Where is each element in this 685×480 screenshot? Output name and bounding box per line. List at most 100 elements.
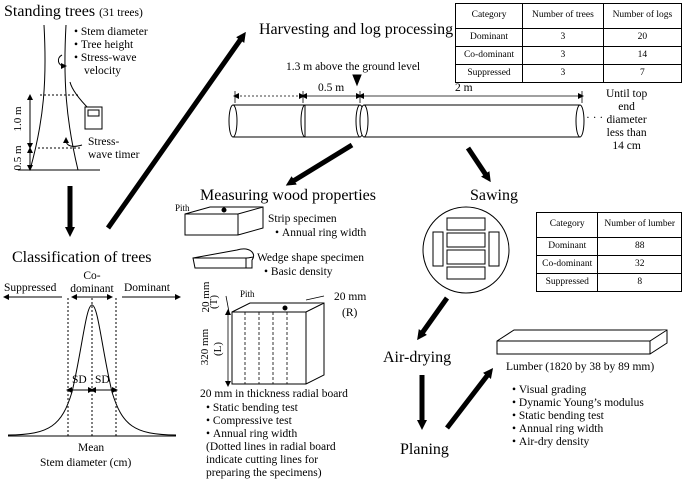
table-header-row: Category Number of lumber <box>535 212 682 238</box>
measure-item: Tree height <box>74 39 148 52</box>
table-cell: 8 <box>597 273 682 292</box>
lumber-test-item: Dynamic Young’s modulus <box>512 397 644 410</box>
codominant-label: Co- dominant <box>68 270 116 296</box>
harvest-title: Harvesting and log processing <box>259 21 454 38</box>
radial-board-shape <box>225 295 325 387</box>
lumber-test-item: Air-dry density <box>512 436 644 449</box>
sawing-pattern <box>422 206 510 294</box>
measuring-title: Measuring wood properties <box>200 187 376 204</box>
timer-label: Stress- wave timer <box>88 136 139 162</box>
ground-level-note: 1.3 m above the ground level <box>286 61 421 73</box>
table-cell: Dominant <box>535 237 599 256</box>
strip-specimen-shape <box>184 206 264 236</box>
sd-left-label: SD <box>72 374 87 386</box>
measure-item-continued: velocity <box>84 65 122 77</box>
log-length-short: 0.5 m <box>318 82 345 94</box>
airdrying-title: Air-drying <box>383 349 452 366</box>
dim-1m-label: 1.0 m <box>12 106 24 132</box>
table-cell: Co-dominant <box>535 255 599 274</box>
wedge-test-item: Basic density <box>264 266 333 279</box>
table-cell: 88 <box>597 237 682 256</box>
top-end-line: 14 cm <box>612 140 641 152</box>
dim-t-axis: (T) <box>208 294 220 310</box>
table-header-row: Category Number of trees Number of logs <box>454 3 683 29</box>
stem-diameter-axis: Stem diameter (cm) <box>40 457 132 469</box>
dim-r-axis: (R) <box>342 307 358 319</box>
table-row: Suppressed 3 7 <box>454 64 683 83</box>
note-line: (Dotted lines in radial board <box>206 441 336 453</box>
top-end-line: less than <box>606 127 647 139</box>
table-cell: 14 <box>602 46 683 65</box>
table-cell: 3 <box>522 28 604 47</box>
dim-r-label: 20 mm <box>334 291 367 303</box>
standing-tree-illustration <box>18 24 100 171</box>
dim-l-label: 320 mm <box>199 328 211 366</box>
strip-test-list: Annual ring width <box>275 227 366 240</box>
suppressed-label: Suppressed <box>4 282 57 294</box>
classification-title: Classification of trees <box>12 249 152 266</box>
table-cell: 32 <box>597 255 682 274</box>
top-end-note: Until top end diameter less than 14 cm <box>606 88 647 153</box>
measure-item: Stem diameter <box>74 26 148 39</box>
log-sections <box>228 74 585 138</box>
planing-title: Planing <box>400 441 449 458</box>
table-header-cell: Category <box>535 212 599 238</box>
table-header-cell: Number of logs <box>602 3 683 29</box>
arrow-to-harvest <box>105 31 246 230</box>
dotted-line-note: (Dotted lines in radial board indicate c… <box>206 441 336 480</box>
table-row: Dominant 88 <box>535 237 682 256</box>
table-row: Co-dominant 32 <box>535 255 682 274</box>
lumber-title: Lumber (1820 by 38 by 89 mm) <box>506 361 655 373</box>
table-header-cell: Number of lumber <box>597 212 682 238</box>
measure-item: Stress-wave <box>74 52 148 65</box>
lumber-test-item: Annual ring width <box>512 423 644 436</box>
table-row: Suppressed 8 <box>535 273 682 292</box>
mean-label: Mean <box>78 442 105 454</box>
arrow-to-sawing <box>465 146 491 183</box>
timer-label-line: Stress- <box>88 136 120 148</box>
table-row: Co-dominant 3 14 <box>454 46 683 65</box>
lumber-test-item: Visual grading <box>512 384 644 397</box>
table-header-cell: Category <box>454 3 524 29</box>
timer-screen <box>87 109 100 117</box>
top-end-line: end <box>618 101 635 113</box>
table-cell: 20 <box>602 28 683 47</box>
board-test-item: Annual ring width <box>206 428 298 441</box>
log-count-table: Category Number of trees Number of logs … <box>454 3 683 83</box>
timer-label-line: wave timer <box>88 149 140 161</box>
codominant-line: Co- <box>83 270 101 282</box>
table-cell: Dominant <box>454 28 524 47</box>
sawing-title: Sawing <box>470 187 518 204</box>
radial-board-label: 20 mm in thickness radial board <box>200 388 348 400</box>
tree-count: (31 trees) <box>99 7 143 19</box>
table-cell: Suppressed <box>535 273 599 292</box>
strip-specimen-label: Strip specimen <box>268 213 337 225</box>
standing-title: Standing trees (31 trees) <box>4 3 143 21</box>
strip-test-item: Annual ring width <box>275 227 366 240</box>
lumber-test-list: Visual grading Dynamic Young’s modulus S… <box>512 384 644 449</box>
lumber-test-item: Static bending test <box>512 410 644 423</box>
table-cell: 3 <box>522 46 604 65</box>
log-continuation: · · · <box>586 112 604 124</box>
codominant-line: dominant <box>70 283 114 295</box>
sd-right-label: SD <box>95 374 110 386</box>
table-header-cell: Number of trees <box>522 3 604 29</box>
board-test-item: Compressive test <box>206 415 298 428</box>
wedge-specimen-label: Wedge shape specimen <box>257 252 365 264</box>
arrow-to-measuring <box>285 142 354 186</box>
pith-label-strip: Pith <box>175 203 190 213</box>
wedge-test-list: Basic density <box>264 266 333 279</box>
board-test-list: Static bending test Compressive test Ann… <box>206 402 298 441</box>
dominant-label: Dominant <box>124 282 170 294</box>
arrow-to-lumber <box>445 368 494 430</box>
dim-05m-label: 0.5 m <box>12 145 24 171</box>
lumber-count-table: Category Number of lumber Dominant 88 Co… <box>535 212 682 292</box>
note-line: indicate cutting lines for <box>206 454 319 466</box>
lumber-board-shape <box>496 329 668 355</box>
table-cell: 7 <box>602 64 683 83</box>
top-end-line: Until top <box>606 88 648 100</box>
log-length-long: 2 m <box>455 82 473 94</box>
standing-title-label: Standing trees <box>4 3 96 20</box>
distribution-curve <box>3 294 181 437</box>
